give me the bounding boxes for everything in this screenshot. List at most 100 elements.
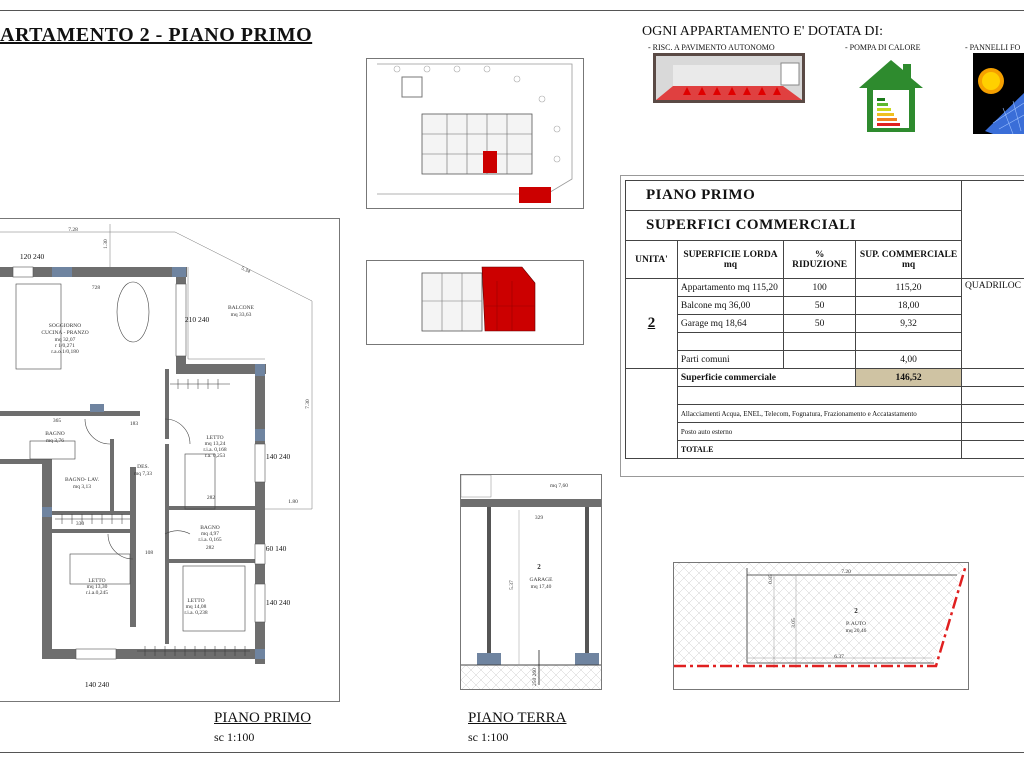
parking-offset: 0.85 [768,574,774,584]
garage-area: mq 17,40 [531,584,552,590]
dim-108: 108 [145,550,154,556]
window-dim: 140 240 [85,680,110,689]
col-header-gross-area: SUPERFICIE LORDA mq [676,240,785,279]
svg-text:BAGNO- LAV.: BAGNO- LAV. [65,477,100,483]
garage-width: 329 [535,515,544,521]
room-bagno-lav: BAGNO- LAV.mq 3,13 [65,477,100,490]
total-row: Superficie commerciale 146,52 [625,368,1024,387]
row-reduction [783,350,857,369]
svg-text:r.i.a. 0,168: r.i.a. 0,168 [203,447,227,453]
svg-text:BALCONE: BALCONE [228,305,255,311]
garage-unit: 2 [537,563,541,571]
highlighted-unit [483,151,497,173]
garage-plan-frame: mq 7,60 329 2 GARAGE mq 17,40 5.37 250 2… [460,474,602,690]
ground-floor-scale: sc 1:100 [468,730,509,744]
svg-text:r.i.a. 0,165: r.i.a. 0,165 [198,537,222,543]
dim-728: 728 [92,285,101,291]
solar-panel-icon [973,53,1024,135]
extra-row-parking: Posto auto esterno [676,422,963,441]
parking-depth: 3.05 [791,618,797,628]
svg-text:mq 32,07: mq 32,07 [55,337,76,343]
svg-text:mq 13,24: mq 13,24 [205,441,226,447]
window-dim: 210 240 [185,315,210,324]
row-reduction: 50 [783,296,857,315]
garage-drawing: mq 7,60 329 2 GARAGE mq 17,40 5.37 250 2… [460,474,601,689]
total-value: 146,52 [855,368,962,387]
svg-text:mq 3,13: mq 3,13 [73,484,91,490]
heat-pump-house-icon [857,58,925,134]
table-row: 2 Appartamento mq 115,20 100 115,20 QUAD… [625,278,1024,369]
parking-name: P. AUTO [846,621,866,627]
feature-label-solar: - PANNELLI FO [965,43,1021,52]
row-reduction: 50 [783,314,857,333]
svg-text:LETTO: LETTO [187,598,204,604]
dim-b: 1.80 [288,499,298,505]
dim-v2: 7.30 [305,399,311,409]
svg-text:mq 14,08: mq 14,08 [186,604,207,610]
parking-width-bottom: 6.37 [834,654,844,660]
dim-330: 330 [76,521,85,527]
parking-area: mq 20,46 [846,628,867,634]
svg-text:r.i.a. 0,238: r.i.a. 0,238 [184,610,208,616]
feature-label-heat-pump: - POMPA DI CALORE [845,43,921,52]
floor-plan-caption: PIANO PRIMO [214,710,312,726]
svg-text:BAGNO: BAGNO [200,525,220,531]
svg-text:mq 7,33: mq 7,33 [134,471,152,477]
bottom-border-line [0,752,1024,753]
parking-unit: 2 [854,607,858,615]
parking-plan-frame: 7.20 6.37 3.05 0.85 2 P. AUTO mq 20,46 [673,562,969,690]
site-plan-drawing [377,63,573,203]
table-title-floor: PIANO PRIMO [625,180,962,211]
svg-text:r.i.a.0,245: r.i.a.0,245 [86,590,108,596]
garage-depth: 5.37 [509,580,515,590]
row-commercial: 115,20 [855,278,962,297]
room-disimpegno: DES.mq 7,33 [134,464,152,477]
table-row: Balcone mq 36,00 50 18,00 [626,296,1024,315]
svg-text:r.a.o.1/0,180: r.a.o.1/0,180 [51,349,79,355]
row-commercial: 9,32 [855,314,962,333]
table-title-surfaces: SUPERFICI COMMERCIALI [625,210,962,241]
ground-floor-caption: PIANO TERRA [468,710,567,726]
features-heading: OGNI APPARTAMENTO E' DOTATA DI: [642,24,884,39]
table-row: Garage mq 18,64 50 9,32 [626,314,1024,333]
col-header-reduction: % RIDUZIONE [783,240,857,279]
commercial-surfaces-table: PIANO PRIMO SUPERFICI COMMERCIALI UNITA'… [625,180,1024,459]
row-desc [676,332,785,351]
parking-drawing: 7.20 6.37 3.05 0.85 2 P. AUTO mq 20,46 [674,563,968,668]
svg-text:mq 3,76: mq 3,76 [46,438,64,444]
dim-diagonal: 5.34 [240,265,252,275]
row-reduction: 100 [783,278,857,297]
col-header-unit: UNITA' [625,240,678,279]
svg-text:SOGGIORNO: SOGGIORNO [49,323,81,329]
row-commercial [855,332,962,351]
svg-text:mq 4,97: mq 4,97 [201,531,219,537]
svg-text:r 1/0,271: r 1/0,271 [55,343,75,349]
floor-key-drawing [421,266,536,332]
page-title: ARTAMENTO 2 - PIANO PRIMO [0,24,313,46]
parking-width-top: 7.20 [841,569,851,575]
garage-door-dim: 250 260 [532,668,538,686]
row-desc: Appartamento mq 115,20 [676,278,785,297]
svg-text:mq 13,30: mq 13,30 [87,584,108,590]
svg-text:BAGNO: BAGNO [45,431,65,437]
window-dim: 120 240 [20,252,45,261]
row-commercial: 4,00 [855,350,962,369]
svg-text:DES.: DES. [137,464,149,470]
svg-text:CUCINA - PRANZO: CUCINA - PRANZO [41,330,88,336]
svg-text:r.a. 0,253: r.a. 0,253 [205,453,226,459]
extra-row-connections: Allacciamenti Acqua, ENEL, Telecom, Fogn… [676,404,963,423]
floor-plan-frame: 7.28 5.34 1.30 7.30 1.80 728 365 183 282… [0,218,340,702]
garage-name: GARAGE [530,577,554,583]
dim-365: 365 [53,418,62,424]
table-row: Parti comuni 4,00 [626,350,1024,369]
row-desc: Garage mq 18,64 [676,314,785,333]
dim-top: 7.28 [68,227,78,233]
feature-label-floor-heating: - RISC. A PAVIMENTO AUTONOMO [648,43,775,52]
floor-key-thumbnail [366,260,584,345]
site-plan-thumbnail [366,58,584,209]
